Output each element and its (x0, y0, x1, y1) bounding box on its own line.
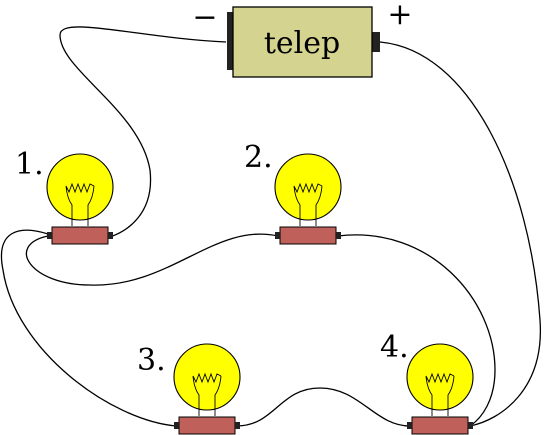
socket-terminal-right (468, 422, 473, 429)
bulb-2-label: 2. (244, 140, 273, 175)
socket-terminal-left (47, 232, 52, 239)
battery-plus-terminal (372, 32, 380, 52)
socket-terminal-right (108, 232, 113, 239)
bulb-glass (406, 343, 474, 411)
bulb-1-label: 1. (15, 147, 44, 182)
socket-terminal-right (336, 232, 341, 239)
bulb-1 (46, 153, 114, 245)
bulb-glass (173, 343, 241, 411)
bulb-4-label: 4. (380, 330, 409, 365)
battery-body (232, 6, 373, 78)
bulb-socket (51, 226, 109, 245)
wire-battery-minus-to-bulb1-right (59, 26, 227, 238)
bulb-socket (279, 226, 337, 245)
bulb-3 (173, 343, 241, 435)
bulb-3-label: 3. (137, 343, 166, 378)
wire-bulb3-right-to-bulb4-left (237, 387, 411, 427)
bulb-glass (274, 153, 342, 221)
bulb-2 (274, 153, 342, 245)
bulb-socket (178, 416, 236, 435)
bulb-filament (192, 372, 222, 416)
wire-bulb1-left-to-bulb2-left (26, 233, 279, 286)
wire-battery-plus-to-bulb4-right (379, 41, 541, 427)
bulb-filament (65, 182, 95, 226)
battery: telep − + (192, 0, 413, 78)
bulb-filament (425, 372, 455, 416)
socket-terminal-left (407, 422, 412, 429)
socket-terminal-left (174, 422, 179, 429)
wires (0, 26, 541, 427)
bulb-socket (411, 416, 469, 435)
bulb-glass (46, 153, 114, 221)
bulb-4 (406, 343, 474, 435)
battery-minus-terminal (227, 12, 235, 70)
battery-label: telep (264, 26, 340, 61)
wire-bulb2-right-to-bulb4-right (337, 234, 496, 427)
battery-minus-sign: − (192, 0, 217, 35)
battery-plus-sign: + (387, 0, 412, 32)
socket-terminal-right (235, 422, 240, 429)
bulb-filament (293, 182, 323, 226)
wire-bulb1-socket-to-bulb3-left (0, 229, 177, 427)
socket-terminal-left (275, 232, 280, 239)
